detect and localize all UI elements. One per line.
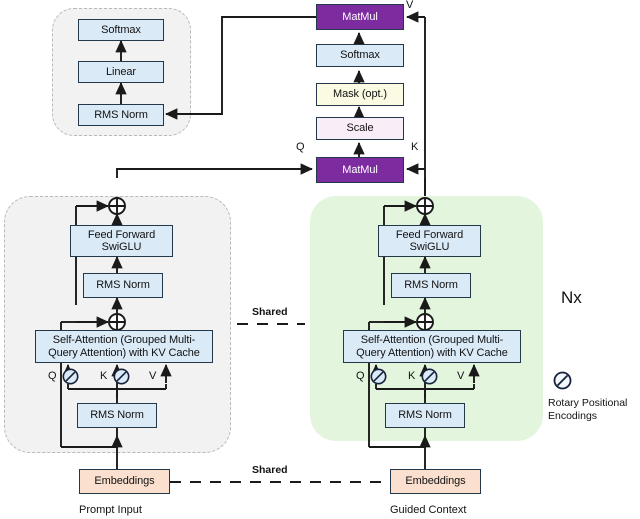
left-rms-norm-top-box[interactable]: RMS Norm xyxy=(83,273,163,298)
right-rms-norm-bottom-box[interactable]: RMS Norm xyxy=(385,403,465,428)
left-label-q: Q xyxy=(48,370,57,382)
legend-rope-label: Rotary Positional Encodings xyxy=(548,397,628,422)
attention-label-v: V xyxy=(406,0,414,11)
right-caption: Guided Context xyxy=(390,504,467,516)
output-linear-box[interactable]: Linear xyxy=(78,61,164,83)
output-rms-norm-box[interactable]: RMS Norm xyxy=(78,104,164,126)
left-rope-q-icon xyxy=(62,368,79,385)
left-rms-norm-bottom-box[interactable]: RMS Norm xyxy=(77,403,157,428)
attention-matmul-top-box[interactable]: MatMul xyxy=(316,4,404,30)
left-label-k: K xyxy=(100,370,108,382)
output-softmax-box[interactable]: Softmax xyxy=(78,19,164,41)
attention-label-k: K xyxy=(411,141,419,153)
right-label-q: Q xyxy=(356,370,365,382)
repeat-count-label: Nx xyxy=(561,288,582,307)
attention-mask-box[interactable]: Mask (opt.) xyxy=(316,83,404,106)
left-caption: Prompt Input xyxy=(79,504,142,516)
shared-embeddings-label: Shared xyxy=(252,464,288,476)
left-rope-k-icon xyxy=(113,368,130,385)
attention-label-q: Q xyxy=(296,141,305,153)
left-feed-forward-box[interactable]: Feed Forward SwiGLU xyxy=(70,225,173,257)
left-embeddings-box[interactable]: Embeddings xyxy=(79,469,170,494)
right-label-v: V xyxy=(457,370,465,382)
attention-scale-box[interactable]: Scale xyxy=(316,117,404,140)
right-embeddings-box[interactable]: Embeddings xyxy=(390,469,481,494)
left-label-v: V xyxy=(149,370,157,382)
right-self-attention-box[interactable]: Self-Attention (Grouped Multi-Query Atte… xyxy=(343,330,521,363)
left-self-attention-box[interactable]: Self-Attention (Grouped Multi-Query Atte… xyxy=(35,330,213,363)
shared-blocks-label: Shared xyxy=(252,306,288,318)
right-rms-norm-top-box[interactable]: RMS Norm xyxy=(391,273,471,298)
right-feed-forward-box[interactable]: Feed Forward SwiGLU xyxy=(378,225,481,257)
right-label-k: K xyxy=(408,370,416,382)
right-rope-k-icon xyxy=(421,368,438,385)
right-rope-q-icon xyxy=(370,368,387,385)
legend-rope-icon xyxy=(553,371,572,390)
attention-softmax-box[interactable]: Softmax xyxy=(316,44,404,67)
attention-matmul-bottom-box[interactable]: MatMul xyxy=(316,157,404,183)
